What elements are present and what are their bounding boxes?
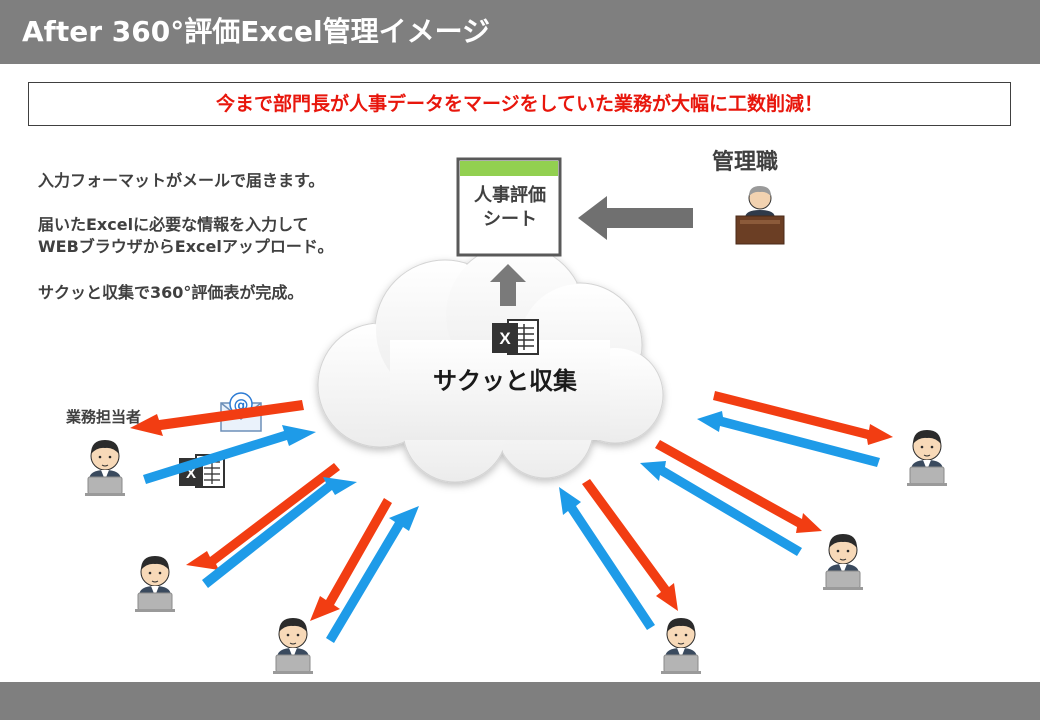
description-line-3: サクッと収集で360°評価表が完成。: [38, 283, 304, 302]
description-line-2b: WEBブラウザからExcelアップロード。: [38, 237, 334, 256]
staff-member-5: [822, 533, 864, 591]
summary-banner: 今まで部門長が人事データをマージをしていた業務が大幅に工数削減！: [28, 82, 1011, 126]
page-title: After 360°評価Excel管理イメージ: [22, 15, 491, 48]
description-line-1: 入力フォーマットがメールで届きます。: [38, 171, 325, 190]
staff-member-3: [272, 617, 314, 675]
description-line-2a: 届いたExcelに必要な情報を入力して: [38, 215, 309, 234]
header-bar: [0, 0, 1040, 64]
arrow-pair-staff-4: [559, 479, 678, 630]
cloud-shape: [317, 244, 664, 483]
manager-label: 管理職: [712, 150, 779, 175]
arrow-pair-staff-6: [697, 391, 893, 467]
arrow-pair-staff-2: [186, 463, 357, 588]
manager-icon: [735, 186, 785, 245]
submit-arrow: [578, 196, 693, 240]
arrow-pair-staff-3: [310, 498, 419, 643]
excel-file-letter: X: [186, 465, 196, 482]
sheet-title-line-1: 人事評価: [474, 184, 546, 206]
excel-icon-letter: X: [499, 329, 511, 348]
hr-sheet-document: [456, 157, 562, 257]
arrow-pair-staff-5: [640, 440, 822, 556]
staff-member-2: [134, 555, 176, 613]
excel-icon: [492, 319, 539, 355]
sheet-title-line-2: シート: [483, 209, 537, 230]
staff-label: 業務担当者: [66, 408, 142, 426]
upload-arrow: [490, 264, 526, 306]
footer-bar: [0, 682, 1040, 720]
staff-member-1: [84, 439, 126, 497]
arrow-pair-staff-1: [130, 400, 316, 484]
staff-member-6: [906, 429, 948, 487]
staff-member-4: [660, 617, 702, 675]
cloud-label: サクッと収集: [433, 367, 578, 395]
